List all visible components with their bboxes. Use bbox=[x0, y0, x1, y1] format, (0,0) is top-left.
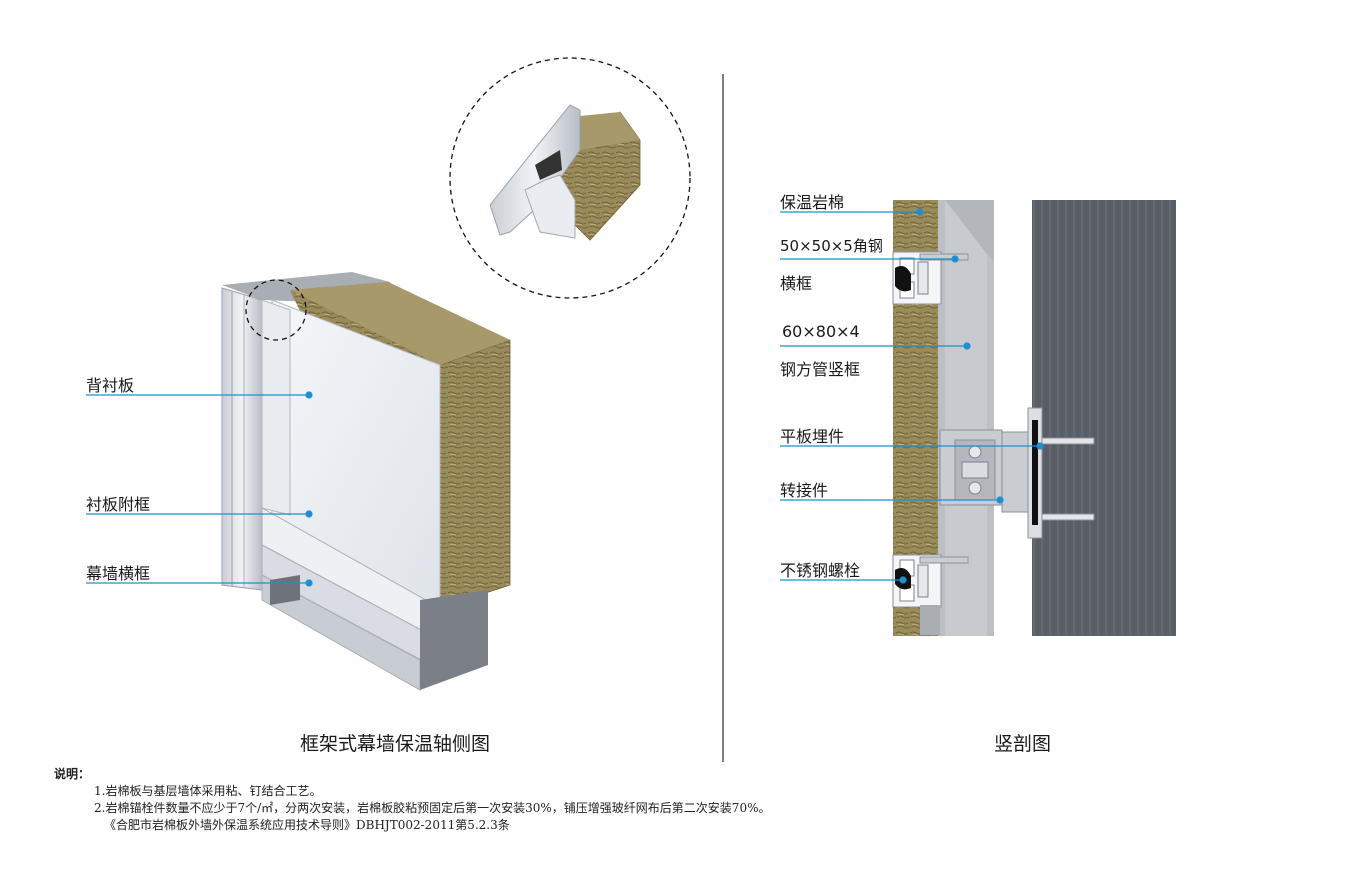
view-divider bbox=[722, 74, 724, 762]
caption-vertical-section: 竖剖图 bbox=[994, 733, 1052, 755]
label-connector: 转接件 bbox=[780, 481, 829, 500]
label-steel-tube-mullion: 钢方管竖框 bbox=[780, 360, 861, 379]
label-embedded-plate: 平板埋件 bbox=[780, 427, 845, 446]
caption-axonometric: 框架式幕墙保温轴侧图 bbox=[300, 733, 491, 755]
label-transom: 横框 bbox=[780, 274, 813, 293]
notes-block: 说明： 1.岩棉板与基层墙体采用粘、钉结合工艺。 2.岩棉锚栓件数量不应少于7个… bbox=[54, 766, 770, 834]
detail-zoom bbox=[449, 57, 691, 299]
notes-title: 说明： bbox=[54, 767, 91, 781]
label-rock-wool: 保温岩棉 bbox=[780, 193, 845, 212]
vertical-section bbox=[892, 200, 1176, 636]
leader-lines bbox=[86, 208, 1044, 587]
label-tube-size: 60×80×4 bbox=[782, 322, 860, 341]
note-reference: 《合肥市岩棉板外墙外保温系统应用技术导则》DBHJT002-2011第5.2.3… bbox=[104, 818, 510, 832]
label-backing-panel: 背衬板 bbox=[86, 376, 135, 395]
label-panel-subframe: 衬板附框 bbox=[86, 495, 151, 514]
axonometric-model bbox=[221, 272, 511, 691]
label-stainless-bolt: 不锈钢螺栓 bbox=[780, 561, 861, 580]
note-item: 1.岩棉板与基层墙体采用粘、钉结合工艺。 bbox=[94, 784, 322, 798]
label-angle-steel: 50×50×5角钢 bbox=[780, 237, 883, 255]
note-item: 2.岩棉锚栓件数量不应少于7个/㎡，分两次安装，岩棉板胶粘预固定后第一次安装30… bbox=[94, 801, 771, 815]
label-curtain-wall-transom: 幕墙横框 bbox=[86, 564, 151, 583]
